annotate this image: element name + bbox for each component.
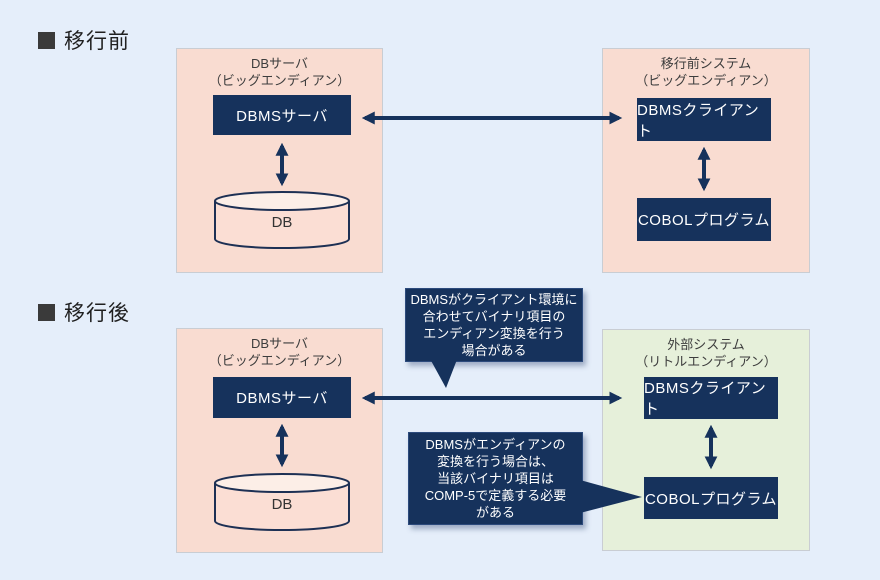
dbms-client-label: DBMSクライアント [644,380,767,418]
cobol-program-box-after: COBOLプログラム [644,477,778,519]
database-cylinder-icon [214,473,350,531]
callout-line: COMP-5で定義する必要 [424,488,567,503]
panel-title-line2: （リトルエンディアン） [635,354,777,369]
callout-comp5-definition: DBMSがエンディアンの 変換を行う場合は、 当該バイナリ項目は COMP-5で… [408,432,583,525]
callout-line: エンディアン変換を行う [423,326,565,341]
cobol-program-label: COBOLプログラム [644,490,778,508]
cobol-program-box-before: COBOLプログラム [637,198,771,241]
dbms-server-label: DBMSサーバ [236,107,328,125]
section-heading-before-label: 移行前 [64,30,130,53]
dbms-client-box-before: DBMSクライアント [637,98,771,141]
heading-square-icon [38,31,55,49]
cobol-program-label: COBOLプログラム [637,212,771,229]
panel-system-before-title: 移行前システム （ビッグエンディアン） [603,55,809,89]
dbms-server-label: DBMSサーバ [236,390,328,407]
callout-line: DBMSがクライアント環境に [410,292,578,307]
panel-title-line2: （ビッグエンディアン） [208,73,351,88]
panel-title-line1: DBサーバ [251,336,308,351]
panel-external-system-title: 外部システム （リトルエンディアン） [603,336,809,370]
callout-line: DBMSがエンディアンの [425,437,566,452]
db-label: DB [271,214,293,231]
panel-title-line2: （ビッグエンディアン） [635,73,777,88]
db-cylinder-before: DB [212,190,352,250]
callout-line: 合わせてバイナリ項目の [422,309,566,324]
callout-line: がある [475,505,515,520]
callout-line: 当該バイナリ項目は [437,471,554,486]
section-heading-after-label: 移行後 [64,302,130,325]
callout-line: 場合がある [461,343,527,358]
callout-line: 変換を行う場合は、 [436,454,554,469]
dbms-server-box-before: DBMSサーバ [213,95,351,135]
panel-title-line2: （ビッグエンディアン） [208,353,351,368]
dbms-server-box-after: DBMSサーバ [213,377,351,418]
panel-title-line1: 移行前システム [660,56,752,71]
database-cylinder-icon [214,191,350,249]
dbms-client-box-after: DBMSクライアント [644,377,778,419]
dbms-client-label: DBMSクライアント [637,101,760,140]
section-heading-after: 移行後 [38,297,130,327]
panel-db-server-after-title: DBサーバ （ビッグエンディアン） [177,335,382,369]
section-heading-before: 移行前 [38,25,130,55]
callout-endian-conversion: DBMSがクライアント環境に 合わせてバイナリ項目の エンディアン変換を行う 場… [405,288,583,362]
panel-db-server-before-title: DBサーバ （ビッグエンディアン） [177,55,382,89]
db-label: DB [271,496,293,513]
db-cylinder-after: DB [212,472,352,532]
panel-title-line1: 外部システム [667,337,745,352]
panel-title-line1: DBサーバ [251,56,308,71]
heading-square-icon [38,303,55,321]
